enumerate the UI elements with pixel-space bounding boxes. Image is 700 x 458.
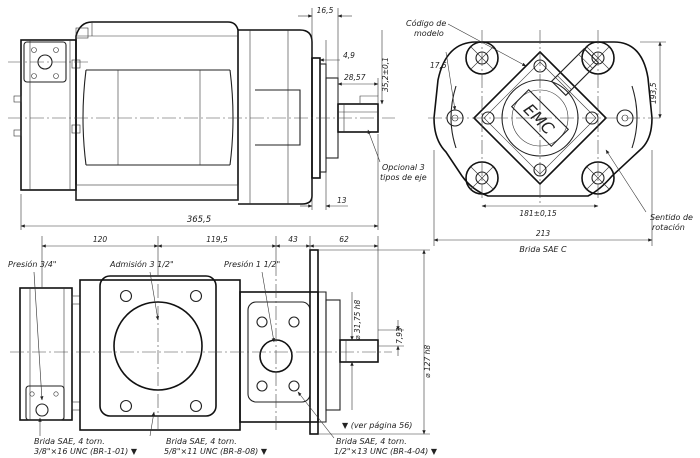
model-plate [550, 47, 600, 97]
flange-br808-line1: Brida SAE, 4 torn. [166, 437, 237, 446]
rotation-label-1: Sentido de [650, 213, 693, 222]
model-code-label-2: modelo [414, 29, 444, 38]
segment-3-label: 43 [288, 235, 298, 244]
front-housing [238, 29, 313, 205]
flange-thickness-label: 4,9 [343, 51, 355, 60]
flange-type-label: Brida SAE C [519, 245, 567, 254]
pump-side-view [8, 21, 395, 205]
pump-body [75, 21, 239, 201]
optional-shafts-label-1: Opcional 3 [382, 163, 425, 172]
flange-height-label: 193,5 [649, 82, 658, 104]
see-page-label: ▼ (ver página 56) [342, 421, 412, 430]
pressure-3-4-label: Presión 3/4" [8, 259, 57, 269]
flange-br404-line2: 1/2"×13 UNC (BR-4-04) ▼ [334, 447, 438, 456]
key-width-label: 7,93 [395, 327, 404, 344]
overall-length-label: 365,5 [187, 215, 211, 225]
side-view-dimensions: 365,5 16,5 4,9 28,57 35,2±0,1 13 Opciona… [20, 6, 427, 230]
shaft-length-label: 16,5 [317, 6, 334, 15]
optional-shafts-label-2: tipos de eje [380, 173, 427, 182]
flange-br404-line1: Brida SAE, 4 torn. [336, 437, 407, 446]
shaft-top [339, 339, 379, 363]
pressure-port-3-4 [25, 385, 65, 421]
pump-top-view [10, 249, 392, 435]
top-view-dimensions: 120 119,5 43 62 Presión 3/4" Admisión 3 … [8, 235, 438, 456]
bolt-radius-label: 17,5 [430, 61, 447, 70]
flange-br808-line2: 5/8"×11 UNC (BR-8-08) ▼ [164, 447, 268, 456]
inlet-label: Admisión 3 1/2" [109, 259, 174, 269]
flange-br101-line1: Brida SAE, 4 torn. [34, 437, 105, 446]
spigot-diameter-label: ⌀ 127 h8 [423, 345, 432, 378]
logo-text: EMC [520, 100, 559, 139]
segment-4-label: 62 [339, 235, 349, 244]
bolt-spacing-label: 181±0,15 [519, 209, 557, 218]
pilot-diameter-label: ⌀ 31,75 h8 [353, 299, 362, 340]
flange-br101-line2: 3/8"×16 UNC (BR-1-01) ▼ [34, 447, 138, 456]
left-cover [20, 39, 77, 191]
pressure-1-1-2-label: Presión 1 1/2" [224, 259, 280, 269]
flange-width-label: 213 [536, 229, 551, 238]
rotation-label-2: rotación [652, 222, 685, 232]
segment-2-label: 119,5 [206, 235, 228, 244]
key-length-label: 28,57 [344, 73, 366, 82]
front-view-dimensions: 17,5 Código de modelo 193,5 181±0,15 213… [406, 18, 693, 254]
segment-1-label: 120 [93, 235, 108, 244]
shaft-height-label: 35,2±0,1 [381, 57, 390, 92]
flange-gap-label: 13 [337, 196, 347, 205]
model-code-label-1: Código de [406, 18, 446, 28]
